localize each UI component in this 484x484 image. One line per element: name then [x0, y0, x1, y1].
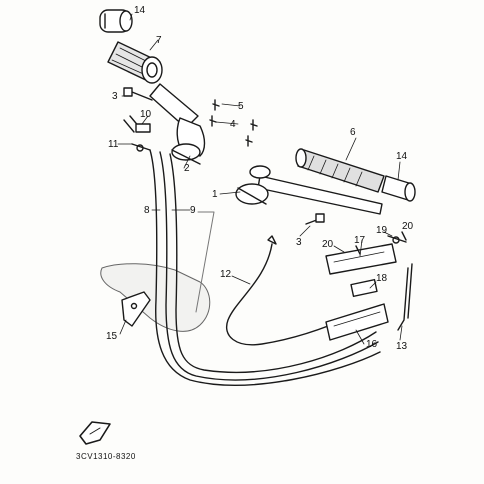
throttle-cables: [149, 149, 381, 386]
screws-5-4: [209, 99, 258, 147]
cable-adjusters: [123, 115, 151, 152]
throttle-grip: [107, 41, 163, 84]
wire-13: [397, 263, 413, 331]
grip-end-top: [99, 9, 133, 33]
callout-15: 15: [106, 331, 118, 342]
bolt-3-lower: [305, 213, 325, 225]
handlebar-right: [235, 165, 383, 215]
callout-9: 9: [190, 205, 196, 216]
switch-housing: [325, 243, 397, 341]
bracket-15: [121, 291, 151, 327]
drawing-code: 3CV1310-8320: [76, 452, 136, 461]
callout-16: 16: [366, 339, 378, 350]
callout-4: 4: [230, 119, 236, 130]
callout-3: 3: [112, 91, 118, 102]
callout-17: 17: [354, 235, 366, 246]
choke-cable: [225, 235, 353, 346]
screws-19-20: [355, 231, 407, 255]
callout-12: 12: [220, 269, 232, 280]
callout-13: 13: [396, 341, 408, 352]
callout-2: 2: [184, 163, 190, 174]
bolt-3-upper: [123, 87, 153, 101]
callout-20: 20: [322, 239, 334, 250]
grip-end-right: [381, 175, 416, 202]
ghost-bar: [195, 211, 215, 313]
ghost-silhouette: [100, 263, 211, 332]
callout-18: 18: [376, 273, 388, 284]
callout-8: 8: [144, 205, 150, 216]
callout-11: 11: [108, 139, 119, 150]
leader-lines: [117, 13, 403, 345]
callout-10: 10: [140, 109, 152, 120]
callout-6: 6: [350, 127, 356, 138]
callout-14: 14: [396, 151, 408, 162]
callout-1: 1: [212, 189, 218, 200]
callout-5: 5: [238, 101, 244, 112]
callout-3: 3: [296, 237, 302, 248]
handlebar-left: [149, 83, 206, 165]
forward-arrow-icon: [79, 421, 111, 445]
callout-7: 7: [156, 35, 162, 46]
callout-14: 14: [134, 5, 146, 16]
right-grip: [295, 148, 385, 193]
callout-20: 20: [402, 221, 414, 232]
callout-19: 19: [376, 225, 388, 236]
